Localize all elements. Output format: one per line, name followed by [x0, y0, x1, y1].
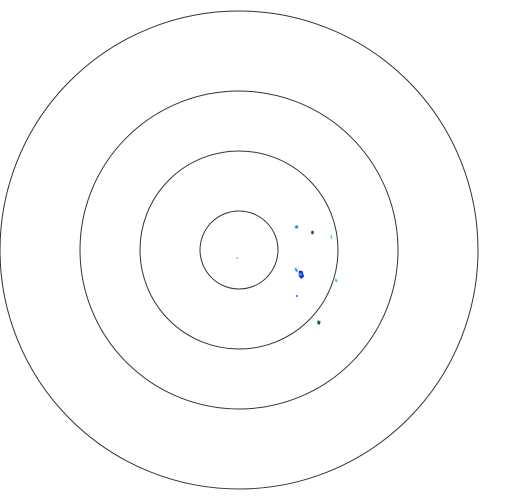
echo-returns	[294, 225, 338, 325]
range-ring-4	[0, 10, 479, 490]
range-ring-1	[199, 210, 279, 290]
echo-cell	[298, 272, 303, 277]
echo-cell	[311, 230, 314, 235]
range-rings	[0, 10, 479, 490]
range-ring-2	[139, 150, 339, 350]
range-ring-3	[79, 90, 399, 410]
echo-cell	[330, 234, 333, 240]
echo-cell	[335, 278, 338, 283]
echo-cell	[317, 320, 321, 325]
center-marker	[236, 257, 238, 259]
echo-cell	[294, 267, 298, 273]
echo-cell	[295, 294, 298, 298]
echo-cell	[294, 225, 299, 229]
